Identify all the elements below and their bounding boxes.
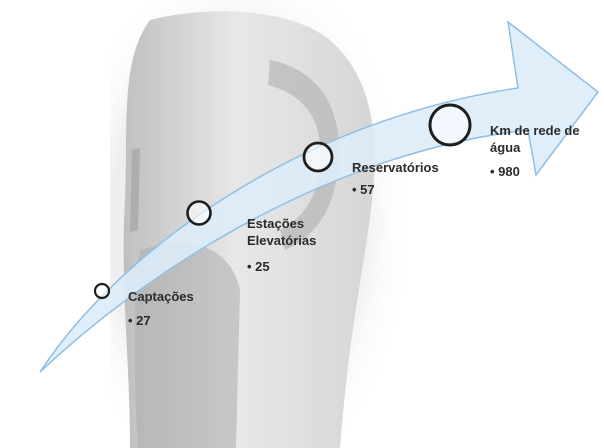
jug-edge-line (130, 148, 140, 232)
jug-body-shape (123, 11, 375, 448)
step-circle-rede (428, 103, 472, 147)
step-value-rede: • 980 (490, 164, 520, 179)
step-label-rede-line1: Km de rede de (490, 123, 580, 138)
step-label-estacoes-line1: Estações (247, 216, 304, 231)
jug-lower-shadow (134, 243, 240, 448)
step-circle-captacoes (93, 282, 111, 300)
step-circle-reservatorios (302, 141, 334, 173)
step-value-estacoes: • 25 (247, 259, 270, 274)
background-photo (110, 0, 410, 448)
step-value-captacoes: • 27 (128, 313, 151, 328)
step-label-estacoes-line2: Elevatórias (247, 233, 316, 248)
step-label-reservatorios: Reservatórios (352, 160, 439, 175)
jug-handle-shape (268, 60, 340, 250)
step-value-reservatorios: • 57 (352, 182, 375, 197)
step-circle-estacoes (186, 200, 212, 226)
step-label-captacoes: Captações (128, 289, 194, 304)
step-label-rede-line2: água (490, 140, 521, 155)
